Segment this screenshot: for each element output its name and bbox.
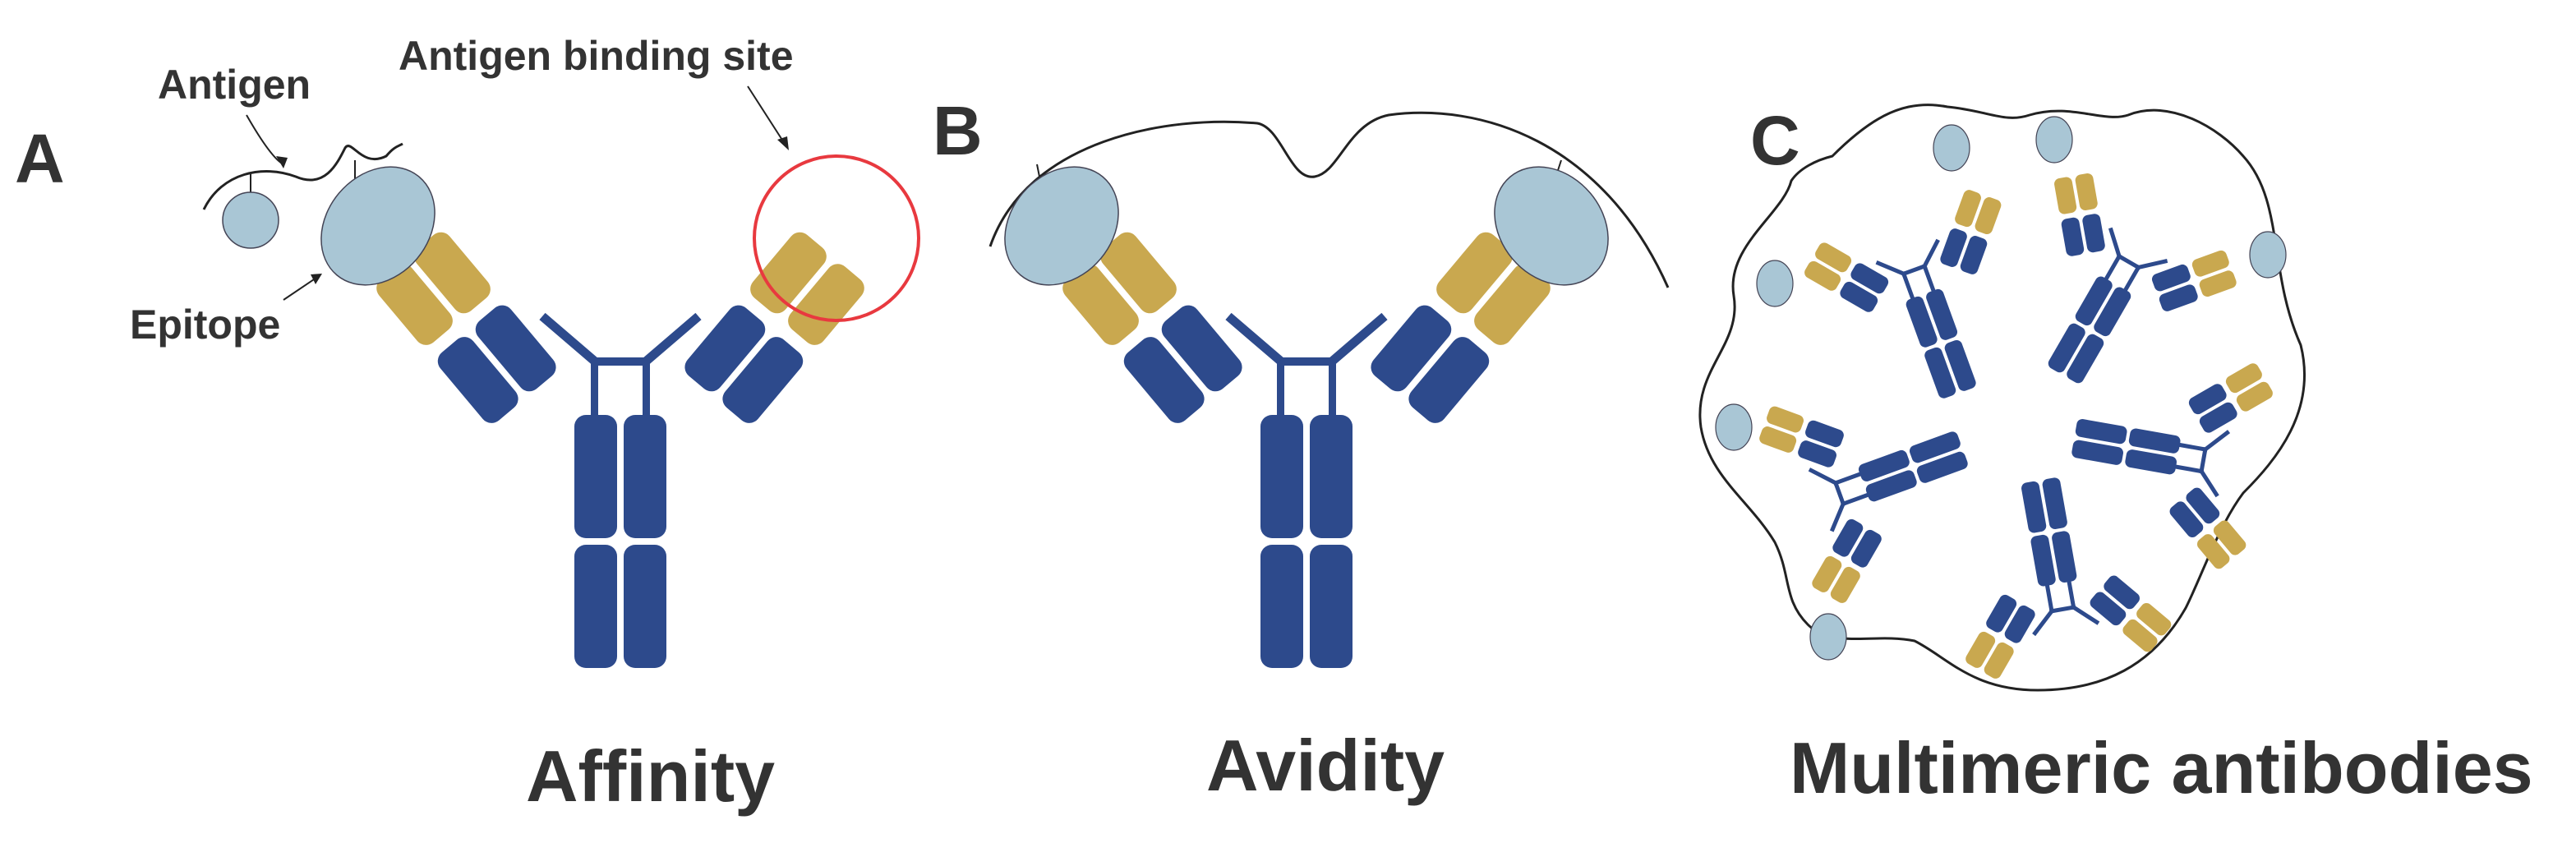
epitope-arrowhead bbox=[311, 274, 322, 284]
panel-a-antibody bbox=[372, 228, 869, 668]
panel-c: C Multimeric antibodies bbox=[1698, 102, 2533, 808]
bound-epitope bbox=[320, 166, 435, 286]
multimer-unit-top-right bbox=[1971, 158, 2251, 429]
binding-site-label: Antigen binding site bbox=[399, 33, 794, 79]
antigen-arrowhead bbox=[276, 156, 288, 168]
epitope-arrow bbox=[283, 277, 317, 301]
panel-a: A Antigen Antigen binding site Epitope A… bbox=[15, 33, 920, 817]
binding-site-arrowhead bbox=[777, 136, 789, 150]
multimer-epitope-5 bbox=[1715, 403, 1753, 451]
panel-b: B Avidity bbox=[933, 92, 1670, 806]
multimer-epitope-6 bbox=[1809, 613, 1847, 661]
multimer-unit-bottom bbox=[1935, 462, 2178, 686]
panel-b-caption: Avidity bbox=[1206, 725, 1445, 806]
panel-c-letter: C bbox=[1750, 102, 1800, 179]
left-bound-epitope bbox=[1004, 166, 1119, 286]
binding-site-highlight bbox=[753, 154, 920, 322]
antigen-strand bbox=[202, 142, 403, 210]
binding-site-arrow bbox=[747, 85, 786, 145]
antigen-label: Antigen bbox=[158, 62, 311, 108]
multimer-epitope-4 bbox=[2249, 231, 2287, 279]
panel-b-letter: B bbox=[933, 92, 983, 169]
multimer-epitope-3 bbox=[1756, 260, 1794, 307]
epitope-label: Epitope bbox=[130, 302, 280, 348]
avidity-antigen-strand bbox=[988, 111, 1670, 288]
multimer-epitope-1 bbox=[1933, 124, 1970, 172]
panel-c-caption: Multimeric antibodies bbox=[1790, 727, 2533, 808]
panel-a-letter: A bbox=[15, 120, 65, 197]
free-epitope bbox=[222, 191, 279, 249]
panel-b-antibody bbox=[1058, 228, 1555, 668]
multimer-antigen-outline bbox=[1698, 104, 2306, 692]
multimer-unit-top-left bbox=[1794, 178, 2059, 430]
panel-a-caption: Affinity bbox=[526, 735, 775, 817]
right-bound-epitope bbox=[1494, 166, 1609, 286]
multimer-epitope-2 bbox=[2035, 116, 2073, 164]
